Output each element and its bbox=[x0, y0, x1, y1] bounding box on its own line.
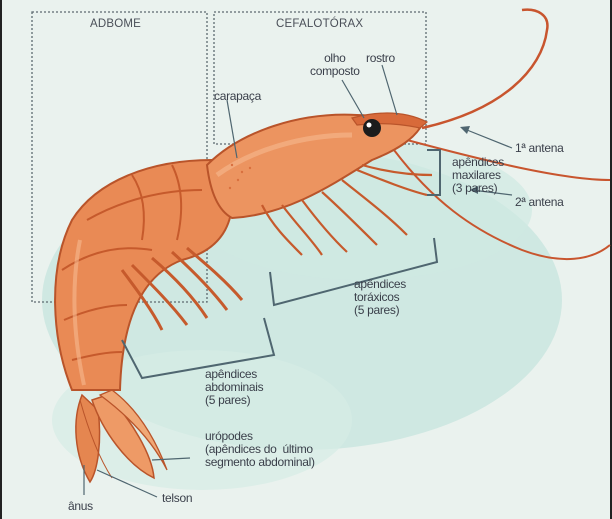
adbome-header: ADBOME bbox=[90, 18, 141, 31]
antena2-label: 2ª antena bbox=[515, 196, 563, 209]
rostro-label: rostro bbox=[366, 52, 395, 65]
uropodes-label: urópodes (apêndices do último segmento a… bbox=[205, 430, 315, 469]
apendices-toraxicos-label: apêndices toráxicos (5 pares) bbox=[354, 278, 406, 317]
apendices-maxilares-label: apêndices maxilares (3 pares) bbox=[452, 156, 504, 195]
first-antenna bbox=[422, 10, 547, 128]
cefalotorax-header: CEFALOTÓRAX bbox=[276, 18, 363, 31]
compound-eye bbox=[363, 119, 381, 137]
antena1-label: 1ª antena bbox=[515, 142, 563, 155]
telson-label: telson bbox=[162, 492, 192, 505]
anus-label: ânus bbox=[68, 500, 93, 513]
olho-composto-label: olho composto bbox=[310, 52, 360, 78]
carapaca-label: carapaça bbox=[214, 90, 261, 103]
apendices-abdominais-label: apêndices abdominais (5 pares) bbox=[205, 368, 263, 407]
